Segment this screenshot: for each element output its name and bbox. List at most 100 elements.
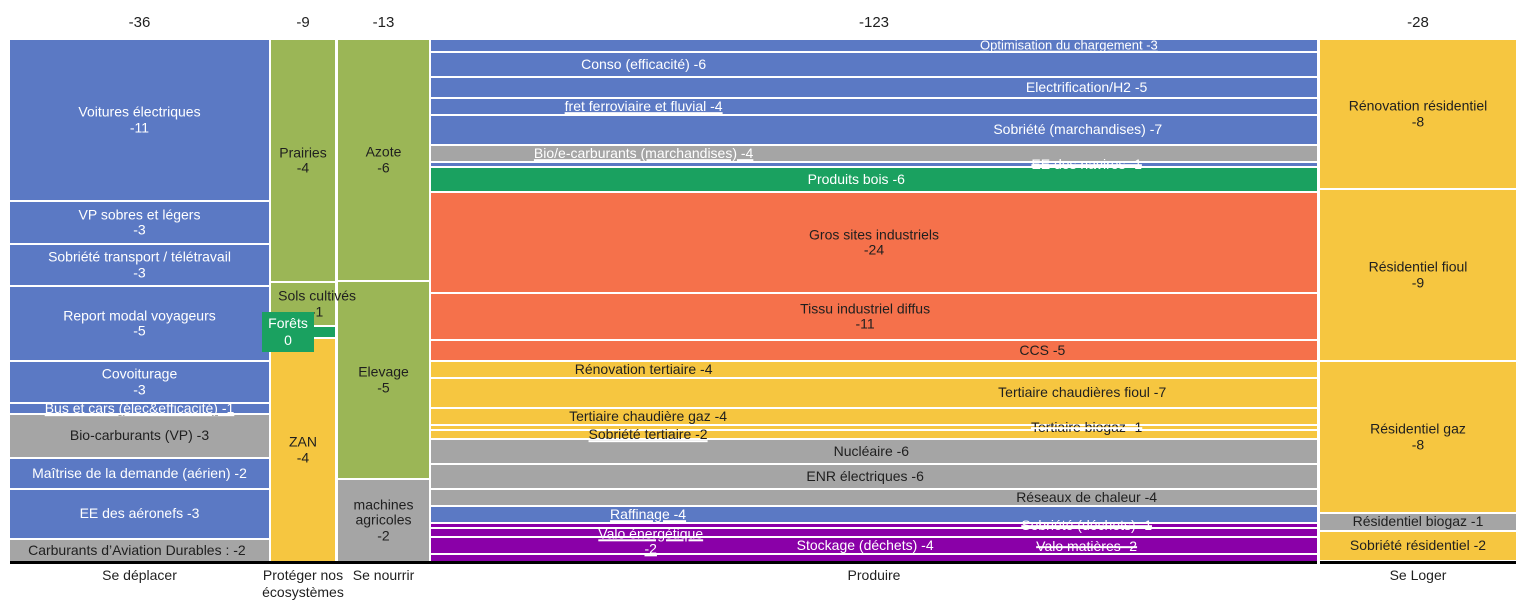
- label-bio-carburants-vp: Bio-carburants (VP) -3: [69, 427, 210, 444]
- segment-sobriete-marchandises: Sobriété (marchandises) -7: [431, 116, 1317, 144]
- segment-ee-des-navires: EE des navires -1: [431, 156, 1317, 171]
- segment-conso-efficacite: Conso (efficacité) -6: [431, 53, 1317, 76]
- segment-tissu-industriel-diffus: Tissu industriel diffus-11: [431, 294, 1317, 339]
- segment-bus-et-cars: Bus et cars (élec&efficacité) -1: [10, 400, 269, 415]
- label-nucleaire: Nucléaire -6: [833, 442, 910, 459]
- baseline-right: [1320, 561, 1516, 564]
- segment-vp-sobres-et-legers: VP sobres et légers-3: [10, 202, 269, 243]
- axis-label-se-loger: Se Loger: [1389, 567, 1447, 583]
- segment-bio-e-carburants-marchandises: Bio/e-carburants (marchandises) -4: [431, 144, 1317, 161]
- label-residentiel-fioul: Résidentiel fioul-9: [1368, 258, 1468, 290]
- label-maitrise-demande-aerien: Maîtrise de la demande (aérien) -2: [32, 464, 247, 481]
- segment-voitures-electriques: Voitures électriques-11: [10, 40, 269, 200]
- label-voitures-electriques: Voitures électriques-11: [78, 103, 201, 135]
- column-se-deplacer: Voitures électriques-11 VP sobres et lége…: [10, 40, 269, 563]
- label-reseaux-de-chaleur: Réseaux de chaleur -4: [1016, 488, 1158, 505]
- label-renovation-tertiaire: Rénovation tertiaire -4: [574, 360, 713, 377]
- label-vp-sobres-et-legers: VP sobres et légers-3: [78, 205, 201, 238]
- label-bio-e-carburants-marchandises: Bio/e-carburants (marchandises) -4: [533, 144, 754, 161]
- segment-sobriete-residentiel: Sobriété résidentiel -2: [1320, 532, 1516, 560]
- axis-label-produire: Produire: [847, 567, 901, 583]
- label-sobriete-residentiel: Sobriété résidentiel -2: [1349, 537, 1487, 554]
- segment-reseaux-de-chaleur: Réseaux de chaleur -4: [431, 488, 1317, 505]
- segment-tertiaire-chaudiere-gaz: Tertiaire chaudière gaz -4: [431, 407, 1317, 424]
- label-gros-sites-industriels: Gros sites industriels-24: [809, 225, 939, 258]
- segment-maitrise-demande-aerien: Maîtrise de la demande (aérien) -2: [10, 459, 269, 488]
- segment-elevage: Elevage-5: [338, 282, 429, 478]
- segment-tertiaire-biogaz: Tertiaire biogaz -1: [431, 419, 1317, 434]
- segment-produits-bois: Produits bois -6: [431, 168, 1317, 191]
- label-prairies: Prairies-4: [279, 143, 327, 176]
- segment-raffinage: Raffinage -4: [431, 505, 1317, 522]
- column-produire: Optimisation du chargement -3 Conso (effi…: [431, 37, 1317, 564]
- segment-residentiel-gaz: Résidentiel gaz-8: [1320, 362, 1516, 512]
- segment-fret-ferroviaire-et-fluvial: fret ferroviaire et fluvial -4: [431, 97, 1317, 114]
- segment-optimisation-du-chargement: Optimisation du chargement -3: [431, 37, 1317, 53]
- label-tertiaire-chaudieres-fioul: Tertiaire chaudières fioul -7: [998, 384, 1167, 401]
- segment-electrification-h2: Electrification/H2 -5: [431, 78, 1317, 97]
- column-total-produire: -123: [858, 14, 890, 31]
- label-tertiaire-chaudiere-gaz: Tertiaire chaudière gaz -4: [569, 407, 728, 424]
- segment-prairies: Prairies-4: [271, 40, 335, 281]
- segment-ccs: CCS -5: [431, 341, 1317, 360]
- segment-residentiel-biogaz: Résidentiel biogaz -1: [1320, 513, 1516, 530]
- label-renovation-residentiel: Rénovation résidentiel-8: [1348, 97, 1488, 129]
- label-conso-efficacite: Conso (efficacité) -6: [581, 55, 707, 72]
- segment-carburants-aviation-durables: Carburants d’Aviation Durables : -2: [10, 540, 269, 561]
- label-stockage-dechets: Stockage (déchets) -4: [796, 536, 934, 553]
- label-fret-ferroviaire-et-fluvial: fret ferroviaire et fluvial -4: [564, 97, 723, 114]
- axis-label-se-nourrir: Se nourrir: [352, 567, 415, 583]
- label-produits-bois: Produits bois -6: [807, 170, 905, 187]
- baseline-left: [10, 561, 1317, 564]
- label-optimisation-du-chargement: Optimisation du chargement -3: [980, 37, 1158, 53]
- segment-renovation-tertiaire: Rénovation tertiaire -4: [431, 360, 1317, 377]
- segment-gros-sites-industriels: Gros sites industriels-24: [431, 193, 1317, 292]
- segment-azote: Azote-6: [338, 40, 429, 280]
- label-ee-des-aeronefs: EE des aéronefs -3: [79, 505, 200, 522]
- segment-nucleaire: Nucléaire -6: [431, 440, 1317, 463]
- segment-sobriete-tertiaire: Sobriété tertiaire -2: [431, 426, 1317, 441]
- label-residentiel-biogaz: Résidentiel biogaz -1: [1352, 513, 1484, 530]
- segment-tertiaire-chaudieres-fioul: Tertiaire chaudières fioul -7: [431, 379, 1317, 407]
- label-bus-et-cars: Bus et cars (élec&efficacité) -1: [44, 399, 235, 416]
- column-total-se-loger: -28: [1407, 14, 1429, 31]
- label-ccs: CCS -5: [1019, 341, 1066, 358]
- label-sobriete-transport-teletravail: Sobriété transport / télétravail-3: [48, 248, 231, 280]
- segment-zan: ZAN-4: [271, 339, 335, 561]
- label-sobriete-marchandises: Sobriété (marchandises) -7: [993, 121, 1163, 138]
- column-total-se-deplacer: -36: [128, 14, 151, 31]
- segment-sobriete-dechets: Sobriété (déchets) -1: [431, 517, 1317, 532]
- label-carburants-aviation-durables: Carburants d’Aviation Durables : -2: [28, 541, 246, 558]
- label-raffinage: Raffinage -4: [610, 505, 687, 522]
- label-electrification-h2: Electrification/H2 -5: [1025, 78, 1148, 95]
- label-report-modal-voyageurs: Report modal voyageurs-5: [63, 306, 216, 339]
- segment-renovation-residentiel: Rénovation résidentiel-8: [1320, 40, 1516, 188]
- label-azote: Azote-6: [365, 143, 402, 175]
- segment-report-modal-voyageurs: Report modal voyageurs-5: [10, 287, 269, 360]
- axis-label-se-deplacer: Se déplacer: [102, 567, 177, 583]
- segment-covoiturage: Covoiturage-3: [10, 362, 269, 402]
- label-enr-electriques: ENR électriques -6: [806, 467, 924, 484]
- segment-bio-carburants-vp: Bio-carburants (VP) -3: [10, 415, 269, 457]
- label-tissu-industriel-diffus: Tissu industriel diffus-11: [800, 299, 931, 332]
- column-total-se-nourrir: -13: [372, 14, 395, 31]
- label-zan: ZAN-4: [289, 433, 317, 465]
- segment-ee-des-aeronefs: EE des aéronefs -3: [10, 490, 269, 538]
- label-residentiel-gaz: Résidentiel gaz-8: [1370, 420, 1466, 452]
- label-covoiturage: Covoiturage-3: [101, 365, 178, 397]
- label-elevage: Elevage-5: [358, 363, 409, 395]
- segment-stockage-dechets: Stockage (déchets) -4: [431, 536, 1317, 553]
- segment-valo-energetique: Valo énergétique-2: [431, 525, 1317, 556]
- segment-residentiel-fioul: Résidentiel fioul-9: [1320, 190, 1516, 360]
- segment-sobriete-transport-teletravail: Sobriété transport / télétravail-3: [10, 245, 269, 285]
- column-total-proteger-nos-ecosystemes: -9: [296, 14, 310, 31]
- segment-sols-cultives: Sols cultivés-1: [271, 283, 356, 325]
